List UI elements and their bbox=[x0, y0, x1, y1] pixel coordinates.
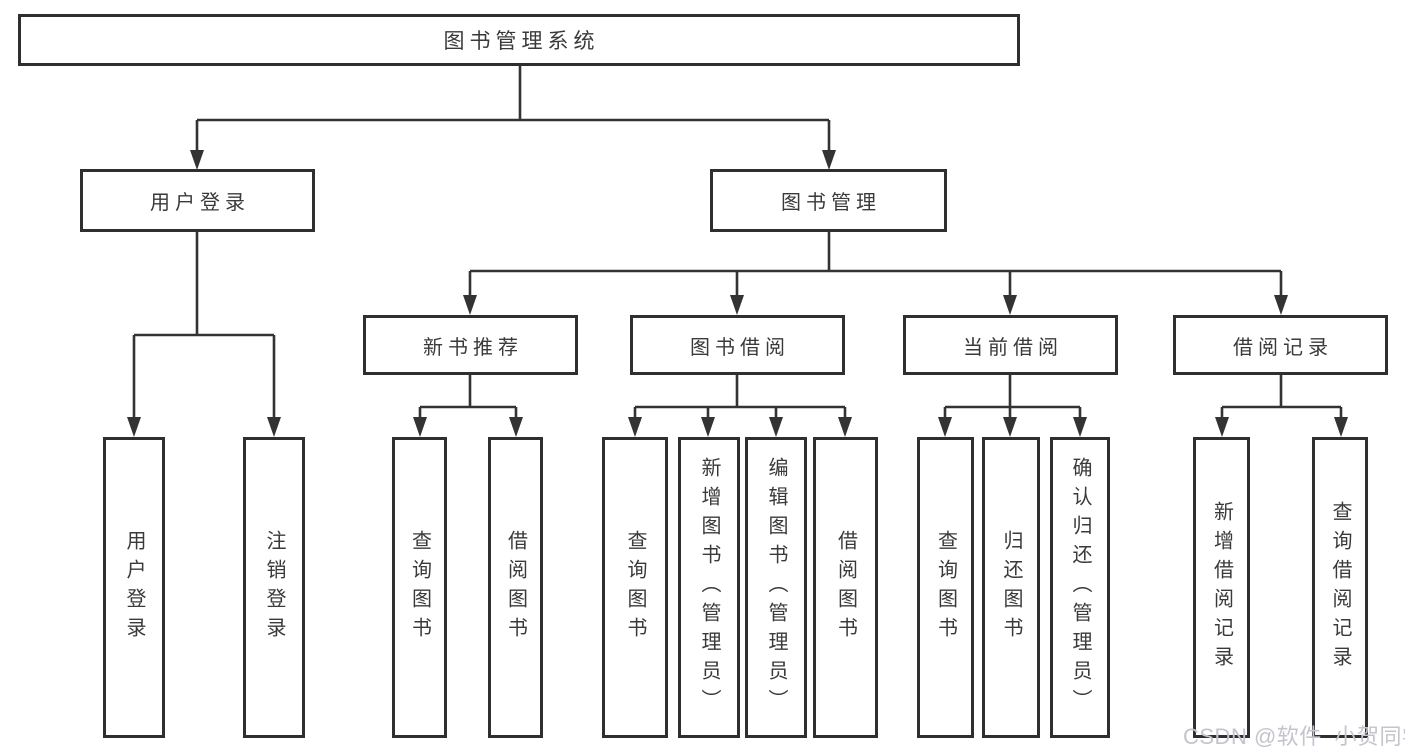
leaf-logout: 注销登录 bbox=[243, 437, 305, 738]
leaf-record-query-borrow-record: 查询借阅记录 bbox=[1312, 437, 1368, 738]
csdn-watermark: CSDN @软件_小贺同学 bbox=[1183, 724, 1405, 747]
node-borrow-records: 借阅记录 bbox=[1173, 315, 1388, 375]
edge-user-login-children bbox=[127, 232, 281, 437]
leaf-user-login: 用户登录 bbox=[103, 437, 165, 738]
node-current-borrow: 当前借阅 bbox=[903, 315, 1118, 375]
leaf-record-add-borrow-record: 新增借阅记录 bbox=[1193, 437, 1250, 738]
node-new-book-recommend: 新书推荐 bbox=[363, 315, 578, 375]
edge-borrow-record-children bbox=[1215, 375, 1348, 437]
edge-book-borrow-children bbox=[628, 375, 852, 437]
node-user-login: 用户登录 bbox=[80, 169, 315, 232]
leaf-current-confirm-return-admin: 确认归还（管理员） bbox=[1050, 437, 1110, 738]
leaf-borrow-borrow-books: 借阅图书 bbox=[813, 437, 878, 738]
leaf-newbook-borrow-books: 借阅图书 bbox=[488, 437, 543, 738]
leaf-borrow-query-books: 查询图书 bbox=[602, 437, 668, 738]
node-book-management: 图书管理 bbox=[710, 169, 947, 232]
leaf-current-return-books: 归还图书 bbox=[982, 437, 1040, 738]
leaf-current-query-books: 查询图书 bbox=[917, 437, 974, 738]
edge-book-mgmt-to-level3 bbox=[463, 232, 1288, 315]
edge-root-to-level2 bbox=[190, 66, 836, 170]
edge-new-book-children bbox=[413, 375, 523, 437]
edge-current-borrow-children bbox=[938, 375, 1087, 437]
node-book-borrow: 图书借阅 bbox=[630, 315, 845, 375]
leaf-borrow-edit-books-admin: 编辑图书（管理员） bbox=[745, 437, 807, 738]
leaf-newbook-query-books: 查询图书 bbox=[392, 437, 447, 738]
leaf-borrow-add-books-admin: 新增图书（管理员） bbox=[678, 437, 740, 738]
node-library-system: 图书管理系统 bbox=[18, 14, 1020, 66]
